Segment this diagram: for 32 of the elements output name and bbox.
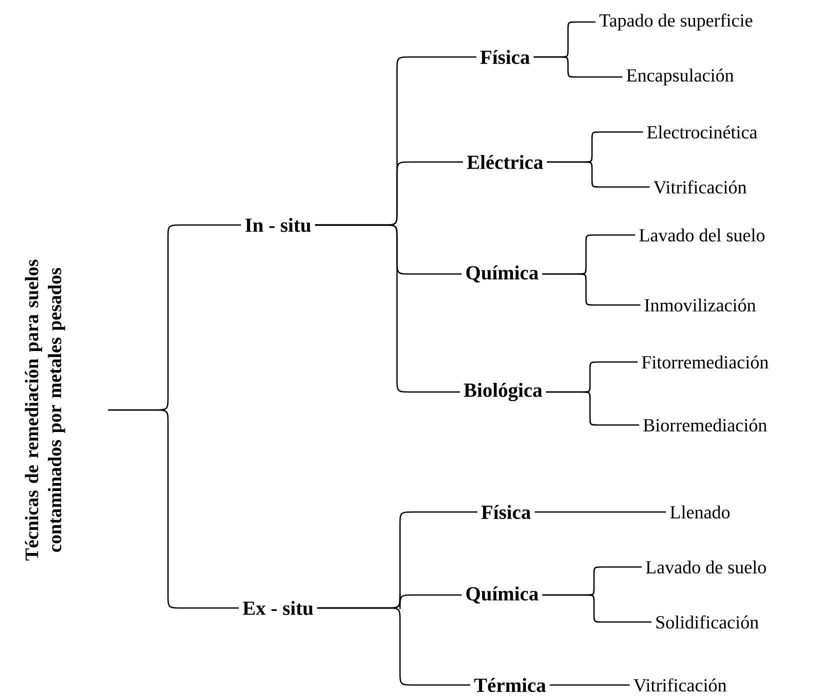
technique-label: Encapsulación — [626, 68, 734, 86]
bracket-line — [546, 161, 650, 188]
bracket-line — [542, 594, 652, 623]
technique-label: Lavado de suelo — [646, 560, 766, 574]
rotated-title-text: Técnicas de remediación para suelos contaminados por metales pesados — [24, 260, 66, 560]
subcategory-label: Física — [480, 50, 530, 64]
bracket-line — [550, 684, 630, 686]
category-label: In - situ — [245, 218, 311, 232]
technique-label: Electrocinética — [647, 125, 758, 139]
subcategory-label: Química — [466, 265, 538, 283]
bracket-line — [317, 607, 470, 686]
technique-label: Biorremediación — [643, 418, 767, 432]
technique-label: Inmovilización — [644, 298, 756, 312]
bracket-line — [315, 224, 460, 393]
bracket-line — [534, 511, 666, 513]
bracket-line — [546, 391, 640, 426]
subcategory-label: Eléctrica — [467, 154, 544, 170]
technique-label: Lavado del suelo — [639, 228, 764, 242]
subcategory-label: Térmica — [474, 678, 546, 692]
technique-label: Vitrificación — [654, 180, 746, 194]
subcategory-label: Física — [481, 504, 531, 520]
technique-label: Llenado — [670, 505, 730, 518]
technique-label: Vitrificación — [634, 678, 726, 692]
technique-label: Fitorremediación — [642, 355, 768, 369]
category-label: Ex - situ — [242, 600, 314, 616]
subcategory-label: Biológica — [464, 382, 542, 402]
subcategory-label: Química — [466, 586, 538, 604]
bracket-line — [542, 273, 640, 306]
bracket-line — [108, 409, 239, 609]
bracket-line — [534, 56, 622, 78]
technique-label: Solidificación — [656, 615, 759, 629]
technique-label: Tapado de superficie — [599, 14, 752, 30]
